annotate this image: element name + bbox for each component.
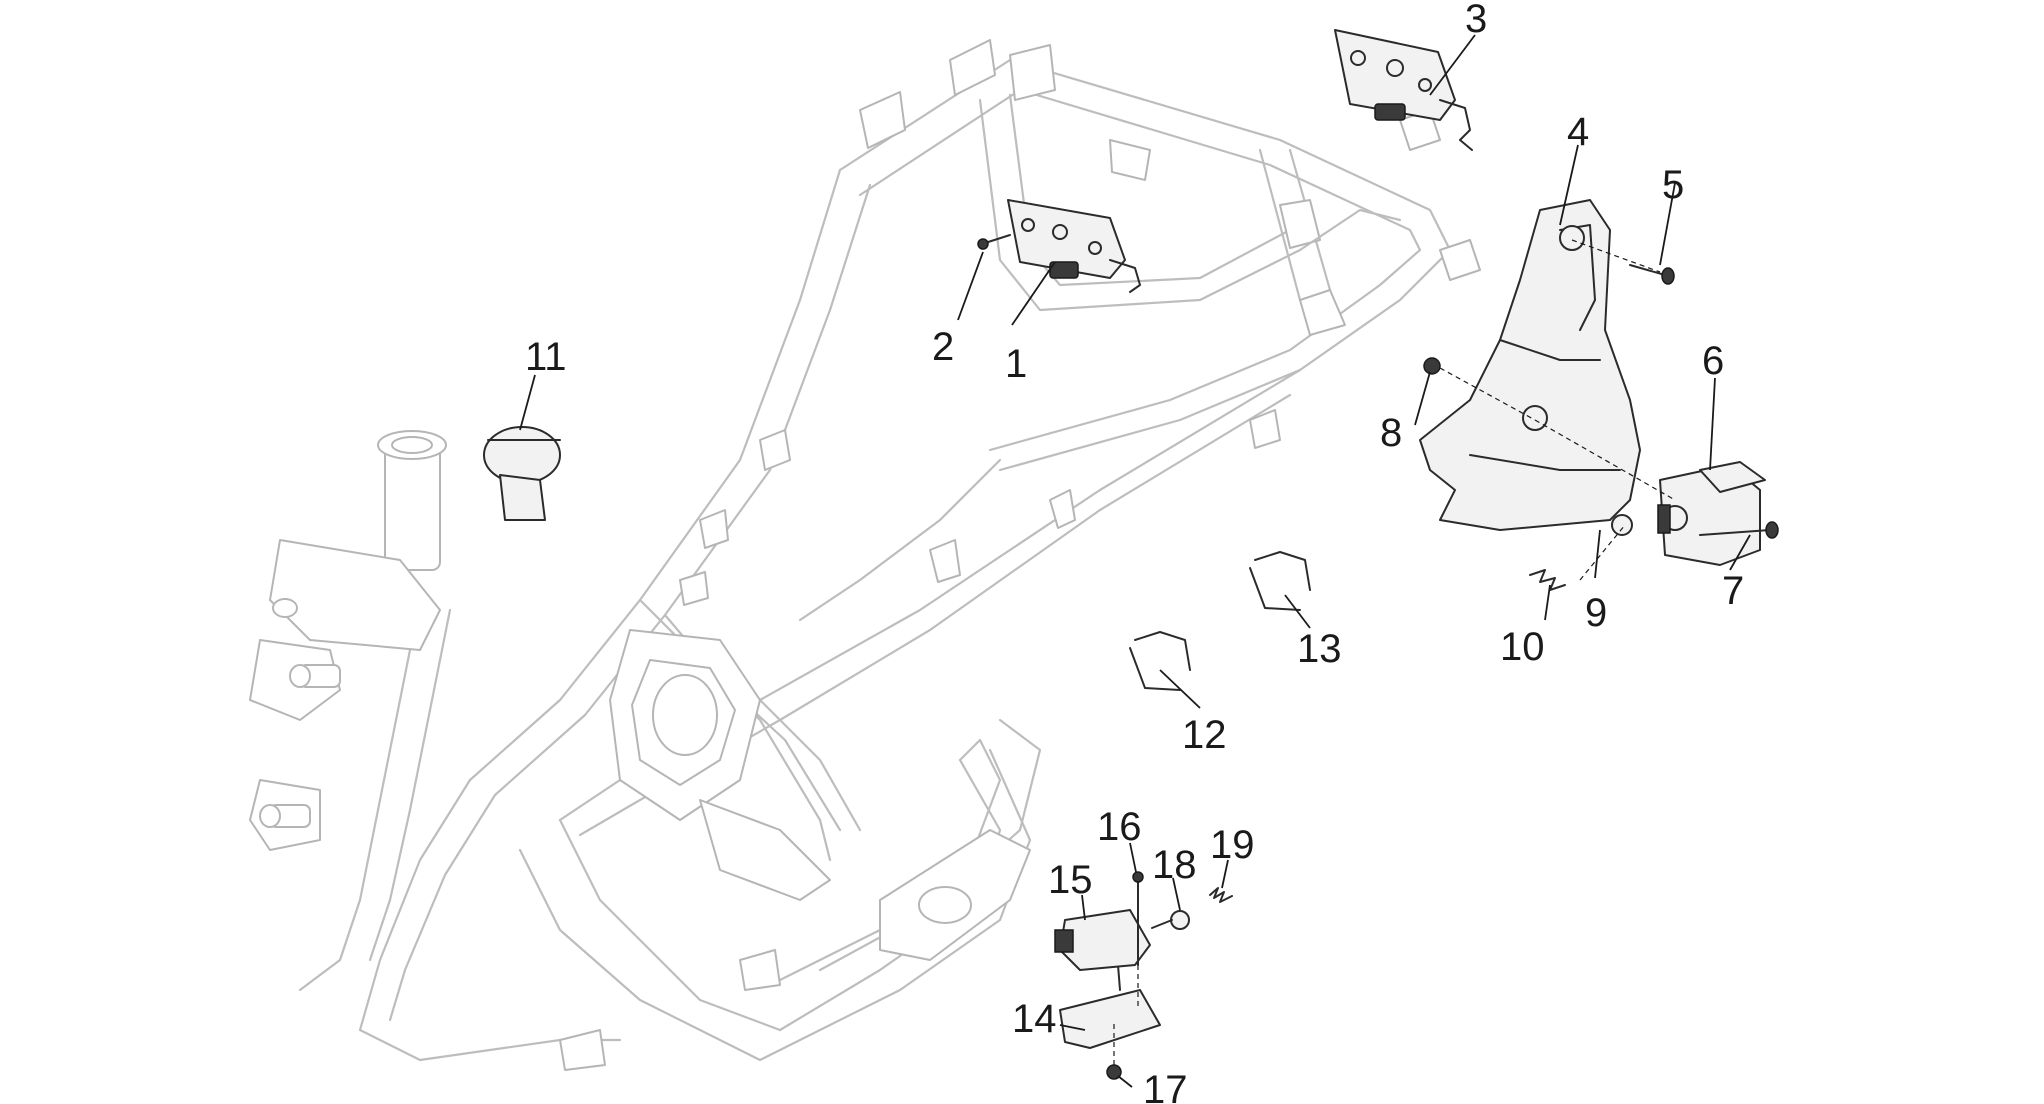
callout-16: 16 [1097, 805, 1142, 849]
callout-6: 6 [1702, 339, 1724, 383]
callout-3: 3 [1465, 0, 1487, 41]
callout-12: 12 [1182, 713, 1227, 757]
callout-10: 10 [1500, 625, 1545, 669]
callout-14: 14 [1012, 997, 1057, 1041]
alignment-lines [1113, 239, 1676, 1065]
callout-1: 1 [1005, 342, 1027, 386]
callout-7: 7 [1722, 569, 1744, 613]
lock-bracket-part [1419, 199, 1641, 531]
spring-part [1529, 514, 1633, 591]
callout-labels: 1 2 3 4 5 6 7 8 9 10 11 12 13 14 15 16 1… [525, 0, 1744, 1104]
callout-11: 11 [525, 335, 567, 379]
callout-18: 18 [1152, 843, 1197, 887]
clamp-part [483, 426, 561, 521]
callout-8: 8 [1380, 411, 1402, 455]
leader-lines [519, 34, 1751, 1088]
callout-19: 19 [1210, 823, 1255, 867]
hose-clamp-part [1129, 551, 1311, 691]
callout-17: 17 [1143, 1068, 1188, 1104]
lower-latch-assembly [1054, 871, 1233, 1080]
long-screw-part [1699, 521, 1779, 539]
callout-9: 9 [1585, 591, 1607, 635]
callout-15: 15 [1048, 858, 1093, 902]
callout-13: 13 [1297, 627, 1342, 671]
upper-lock-plate-part [1334, 29, 1473, 151]
seat-lock-plate-part [977, 199, 1141, 293]
actuator-part [1657, 461, 1766, 566]
callout-5: 5 [1662, 163, 1684, 207]
nut-part [1423, 357, 1441, 375]
screw-part [1629, 264, 1675, 285]
scooter-frame [249, 39, 1481, 1071]
callout-2: 2 [932, 325, 954, 369]
callout-4: 4 [1567, 110, 1589, 154]
